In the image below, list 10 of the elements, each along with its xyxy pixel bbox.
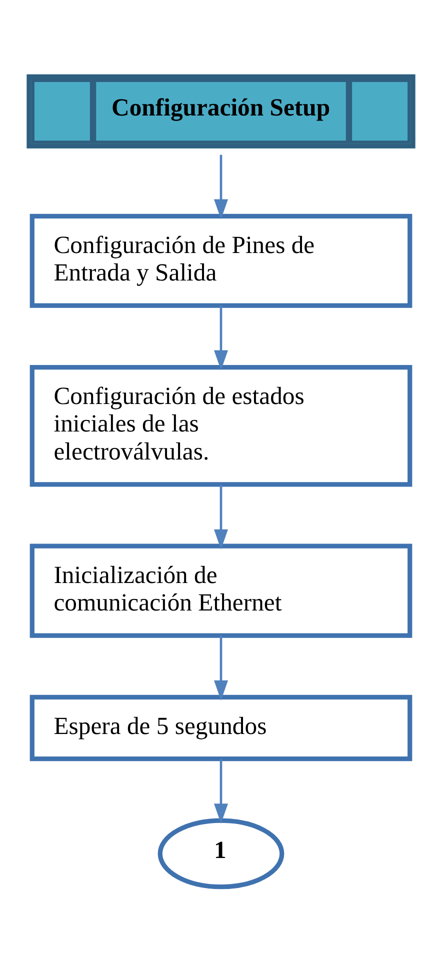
arrow [214, 636, 228, 700]
arrow [214, 759, 228, 824]
node-box: Configuración de estados iniciales de las electroválvulas. [30, 364, 412, 487]
arrow [214, 306, 228, 370]
node-box: Espera de 5 segundos [30, 694, 412, 762]
node-box: Inicialización de comunicación Ethernet [30, 544, 412, 638]
arrow [214, 154, 228, 220]
node-box: Configuración de Pines de Entrada y Salida [30, 214, 412, 308]
node-ellipse: 1 [158, 818, 284, 890]
arrow [214, 484, 228, 550]
